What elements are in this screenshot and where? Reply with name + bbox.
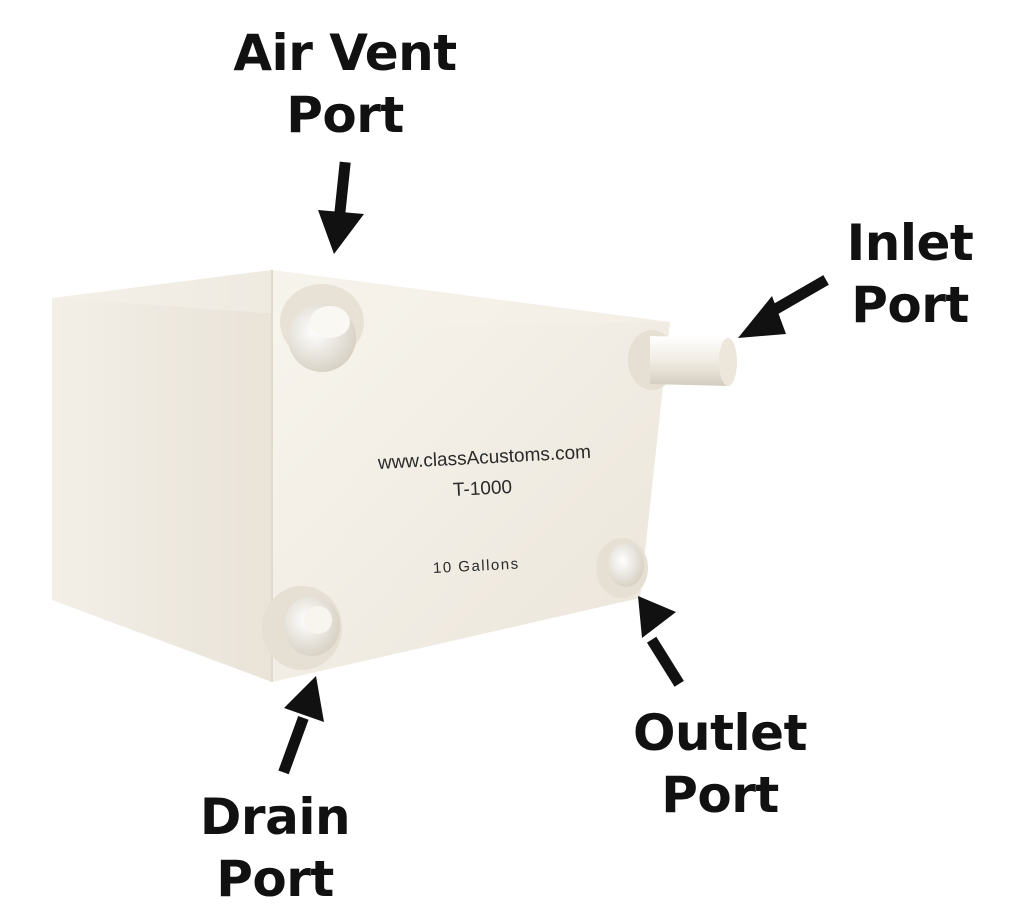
label-line: Air Vent xyxy=(233,24,457,82)
label-line: Port xyxy=(216,850,334,908)
label-line: Outlet xyxy=(633,704,807,762)
arrow-down-icon xyxy=(318,161,364,254)
inlet-port-label: Inlet Port xyxy=(815,212,1005,336)
label-line: Drain xyxy=(199,788,351,846)
tank-front-face xyxy=(272,270,670,682)
air-vent-port-label: Air Vent Port xyxy=(205,22,485,146)
air-vent-fitting xyxy=(280,284,364,372)
drain-port-label: Drain Port xyxy=(170,786,380,910)
label-line: Inlet xyxy=(846,214,974,272)
tank-top-edge xyxy=(52,270,670,326)
label-line: Port xyxy=(851,276,969,334)
arrow-up-icon xyxy=(638,596,684,687)
label-line: Port xyxy=(661,766,779,824)
arrow-left-icon xyxy=(738,275,829,338)
tank-side-face xyxy=(52,270,272,682)
outlet-port-label: Outlet Port xyxy=(600,702,840,826)
label-line: Port xyxy=(286,86,404,144)
tank-model-text: T-1000 xyxy=(452,476,513,501)
inlet-fitting xyxy=(628,330,737,390)
arrow-up-icon xyxy=(278,676,324,775)
outlet-fitting xyxy=(596,538,648,598)
drain-fitting xyxy=(262,586,342,670)
